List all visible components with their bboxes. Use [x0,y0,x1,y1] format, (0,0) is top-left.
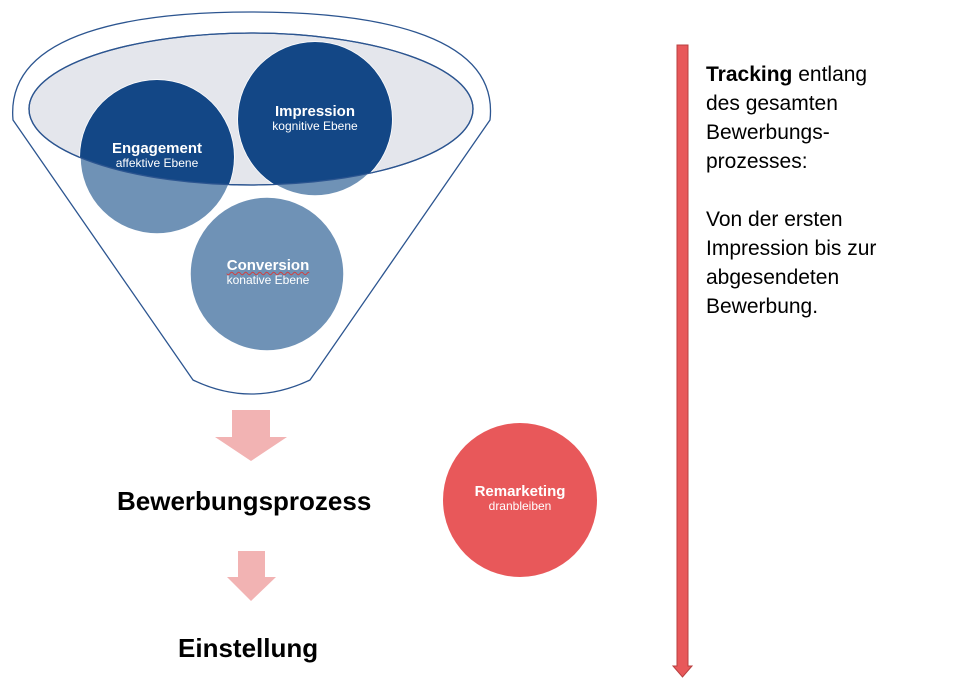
remarketing-title: Remarketing [474,483,566,500]
conversion-circle [189,196,345,352]
tracking-timeline-arrow [671,44,694,678]
engagement-title: Engagement [111,140,202,157]
tracking-description: Tracking entlang des gesamten Bewerbungs… [706,60,956,321]
conversion-label: Conversion konative Ebene [188,257,348,288]
arrow-down-2 [227,551,276,601]
arrow-down-1 [215,410,287,461]
conversion-title: Conversion [226,257,310,274]
remarketing-circle [443,423,597,577]
tracking-bold: Tracking [706,63,793,86]
engagement-subtitle: affektive Ebene [115,156,199,171]
impression-title: Impression [274,103,356,120]
conversion-subtitle: konative Ebene [226,273,310,288]
tracking-paragraph-1: Tracking entlang des gesamten Bewerbungs… [706,60,896,176]
tracking-paragraph-2: Von der ersten Impression bis zur abgese… [706,208,877,318]
engagement-label: Engagement affektive Ebene [77,140,237,171]
impression-label: Impression kognitive Ebene [235,103,395,134]
step-einstellung: Einstellung [178,633,319,663]
step-bewerbungsprozess: Bewerbungsprozess [117,486,372,516]
impression-subtitle: kognitive Ebene [272,119,358,134]
circles-dark-overlap [80,42,392,185]
remarketing-label: Remarketing dranbleiben [440,483,600,514]
tracking-text-1: entlang des gesamten Bewerbungs-prozesse… [706,63,868,173]
remarketing-subtitle: dranbleiben [488,499,552,514]
